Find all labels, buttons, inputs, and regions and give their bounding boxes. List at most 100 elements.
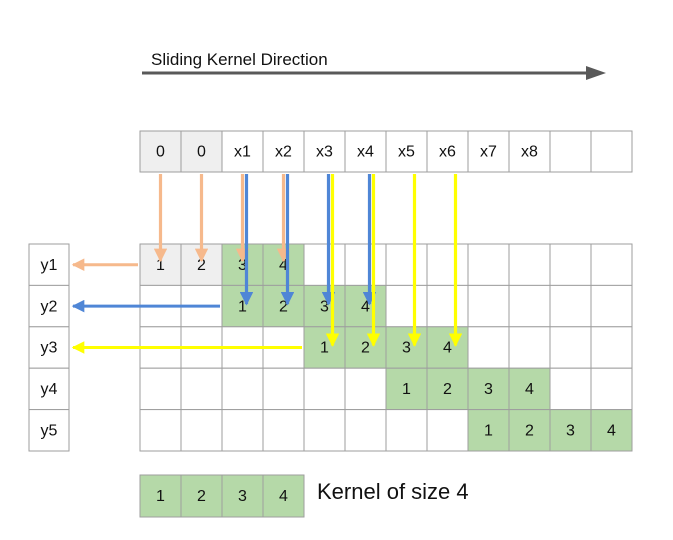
output-cell [180,409,223,452]
direction-arrowhead [586,66,606,80]
output-cell [180,367,223,411]
input-cell-label: 0 [197,144,206,161]
output-cell [139,367,182,411]
kernel-weight-label: 4 [607,423,616,440]
kernel-legend-cell [180,474,223,518]
output-cell [385,284,428,328]
output-cell [262,367,305,411]
kernel-weight-label: 3 [566,423,575,440]
input-cell [590,130,633,173]
output-cell [385,409,428,452]
output-cell [385,243,428,286]
output-cell [139,409,182,452]
input-cell-label: x2 [275,144,292,161]
output-cell [508,326,551,369]
input-cell-label: x8 [521,144,538,161]
output-label-y1: y1 [41,257,58,274]
output-cell [549,367,592,411]
kernel-weight-label: 4 [443,340,452,357]
output-cell [467,326,510,369]
kernel-weight-label: 3 [320,298,329,315]
kernel-weight-label: 2 [197,257,206,274]
input-cell-label: x4 [357,144,374,161]
kernel-weight-label: 2 [525,423,534,440]
kernel-legend-value: 3 [238,488,247,505]
kernel-weight-label: 2 [361,340,370,357]
output-cell [303,409,346,452]
output-cell [344,367,387,411]
output-cell [590,326,633,369]
kernel-weight-label: 4 [279,257,288,274]
input-cell-label: x5 [398,144,415,161]
input-cell-label: x1 [234,144,251,161]
output-grid: 1 2 3 4 1 2 3 4 1 2 3 4 1 2 3 4 1 2 3 4 [139,243,633,452]
output-cell [467,409,510,452]
output-cell [590,367,633,411]
output-cell [590,409,633,452]
kernel-weight-label: 1 [238,298,247,315]
output-label-cell [28,326,70,369]
output-cell [467,243,510,286]
input-cell-label: x3 [316,144,333,161]
output-cell [508,284,551,328]
kernel-legend-value: 2 [197,488,206,505]
output-cell [426,243,469,286]
kernel-weight-label: 1 [320,340,329,357]
kernel-weight-label: 2 [443,381,452,398]
output-label-cell [28,367,70,411]
kernel-caption: Kernel of size 4 [317,479,469,504]
input-cell [467,130,510,173]
kernel-weight-label: 1 [484,423,493,440]
output-label-cell [28,409,70,452]
output-label-y2: y2 [41,298,58,315]
output-cell [344,243,387,286]
output-cell [508,243,551,286]
output-label-y3: y3 [41,340,58,357]
input-cell-label: 0 [156,144,165,161]
output-cell [467,284,510,328]
kernel-weight-label: 3 [484,381,493,398]
kernel-weight-label: 2 [279,298,288,315]
output-cell [303,243,346,286]
output-cell [549,409,592,452]
output-cell [426,284,469,328]
output-label-cell [28,284,70,328]
output-cell [549,284,592,328]
output-cell [221,367,264,411]
output-cell [426,367,469,411]
kernel-legend-cell [262,474,305,518]
kernel-legend-cell [139,474,182,518]
output-cell [467,367,510,411]
input-cell [508,130,551,173]
kernel-legend-value: 1 [156,488,165,505]
output-cell [303,367,346,411]
direction-title: Sliding Kernel Direction [151,50,328,69]
input-cell [549,130,592,173]
input-cell-label: x6 [439,144,456,161]
kernel-weight-label: 3 [402,340,411,357]
output-cell [344,409,387,452]
kernel-legend-value: 4 [279,488,288,505]
input-cell [221,130,264,173]
kernel-weight-label: 3 [238,257,247,274]
kernel-legend-cell [221,474,264,518]
output-cell [590,284,633,328]
output-label-cell [28,243,70,286]
kernel-weight-label: 1 [156,257,165,274]
arrows [71,174,463,354]
kernel-weight-label: 4 [525,381,534,398]
input-cell [180,130,223,173]
output-cell [549,243,592,286]
output-cell [221,409,264,452]
output-label-y4: y4 [41,381,58,398]
output-cell [385,367,428,411]
output-cell [508,409,551,452]
output-cell [180,243,223,286]
output-cell [549,326,592,369]
kernel-weight-label: 1 [402,381,411,398]
kernel-weight-label: 4 [361,298,370,315]
output-cell [426,409,469,452]
